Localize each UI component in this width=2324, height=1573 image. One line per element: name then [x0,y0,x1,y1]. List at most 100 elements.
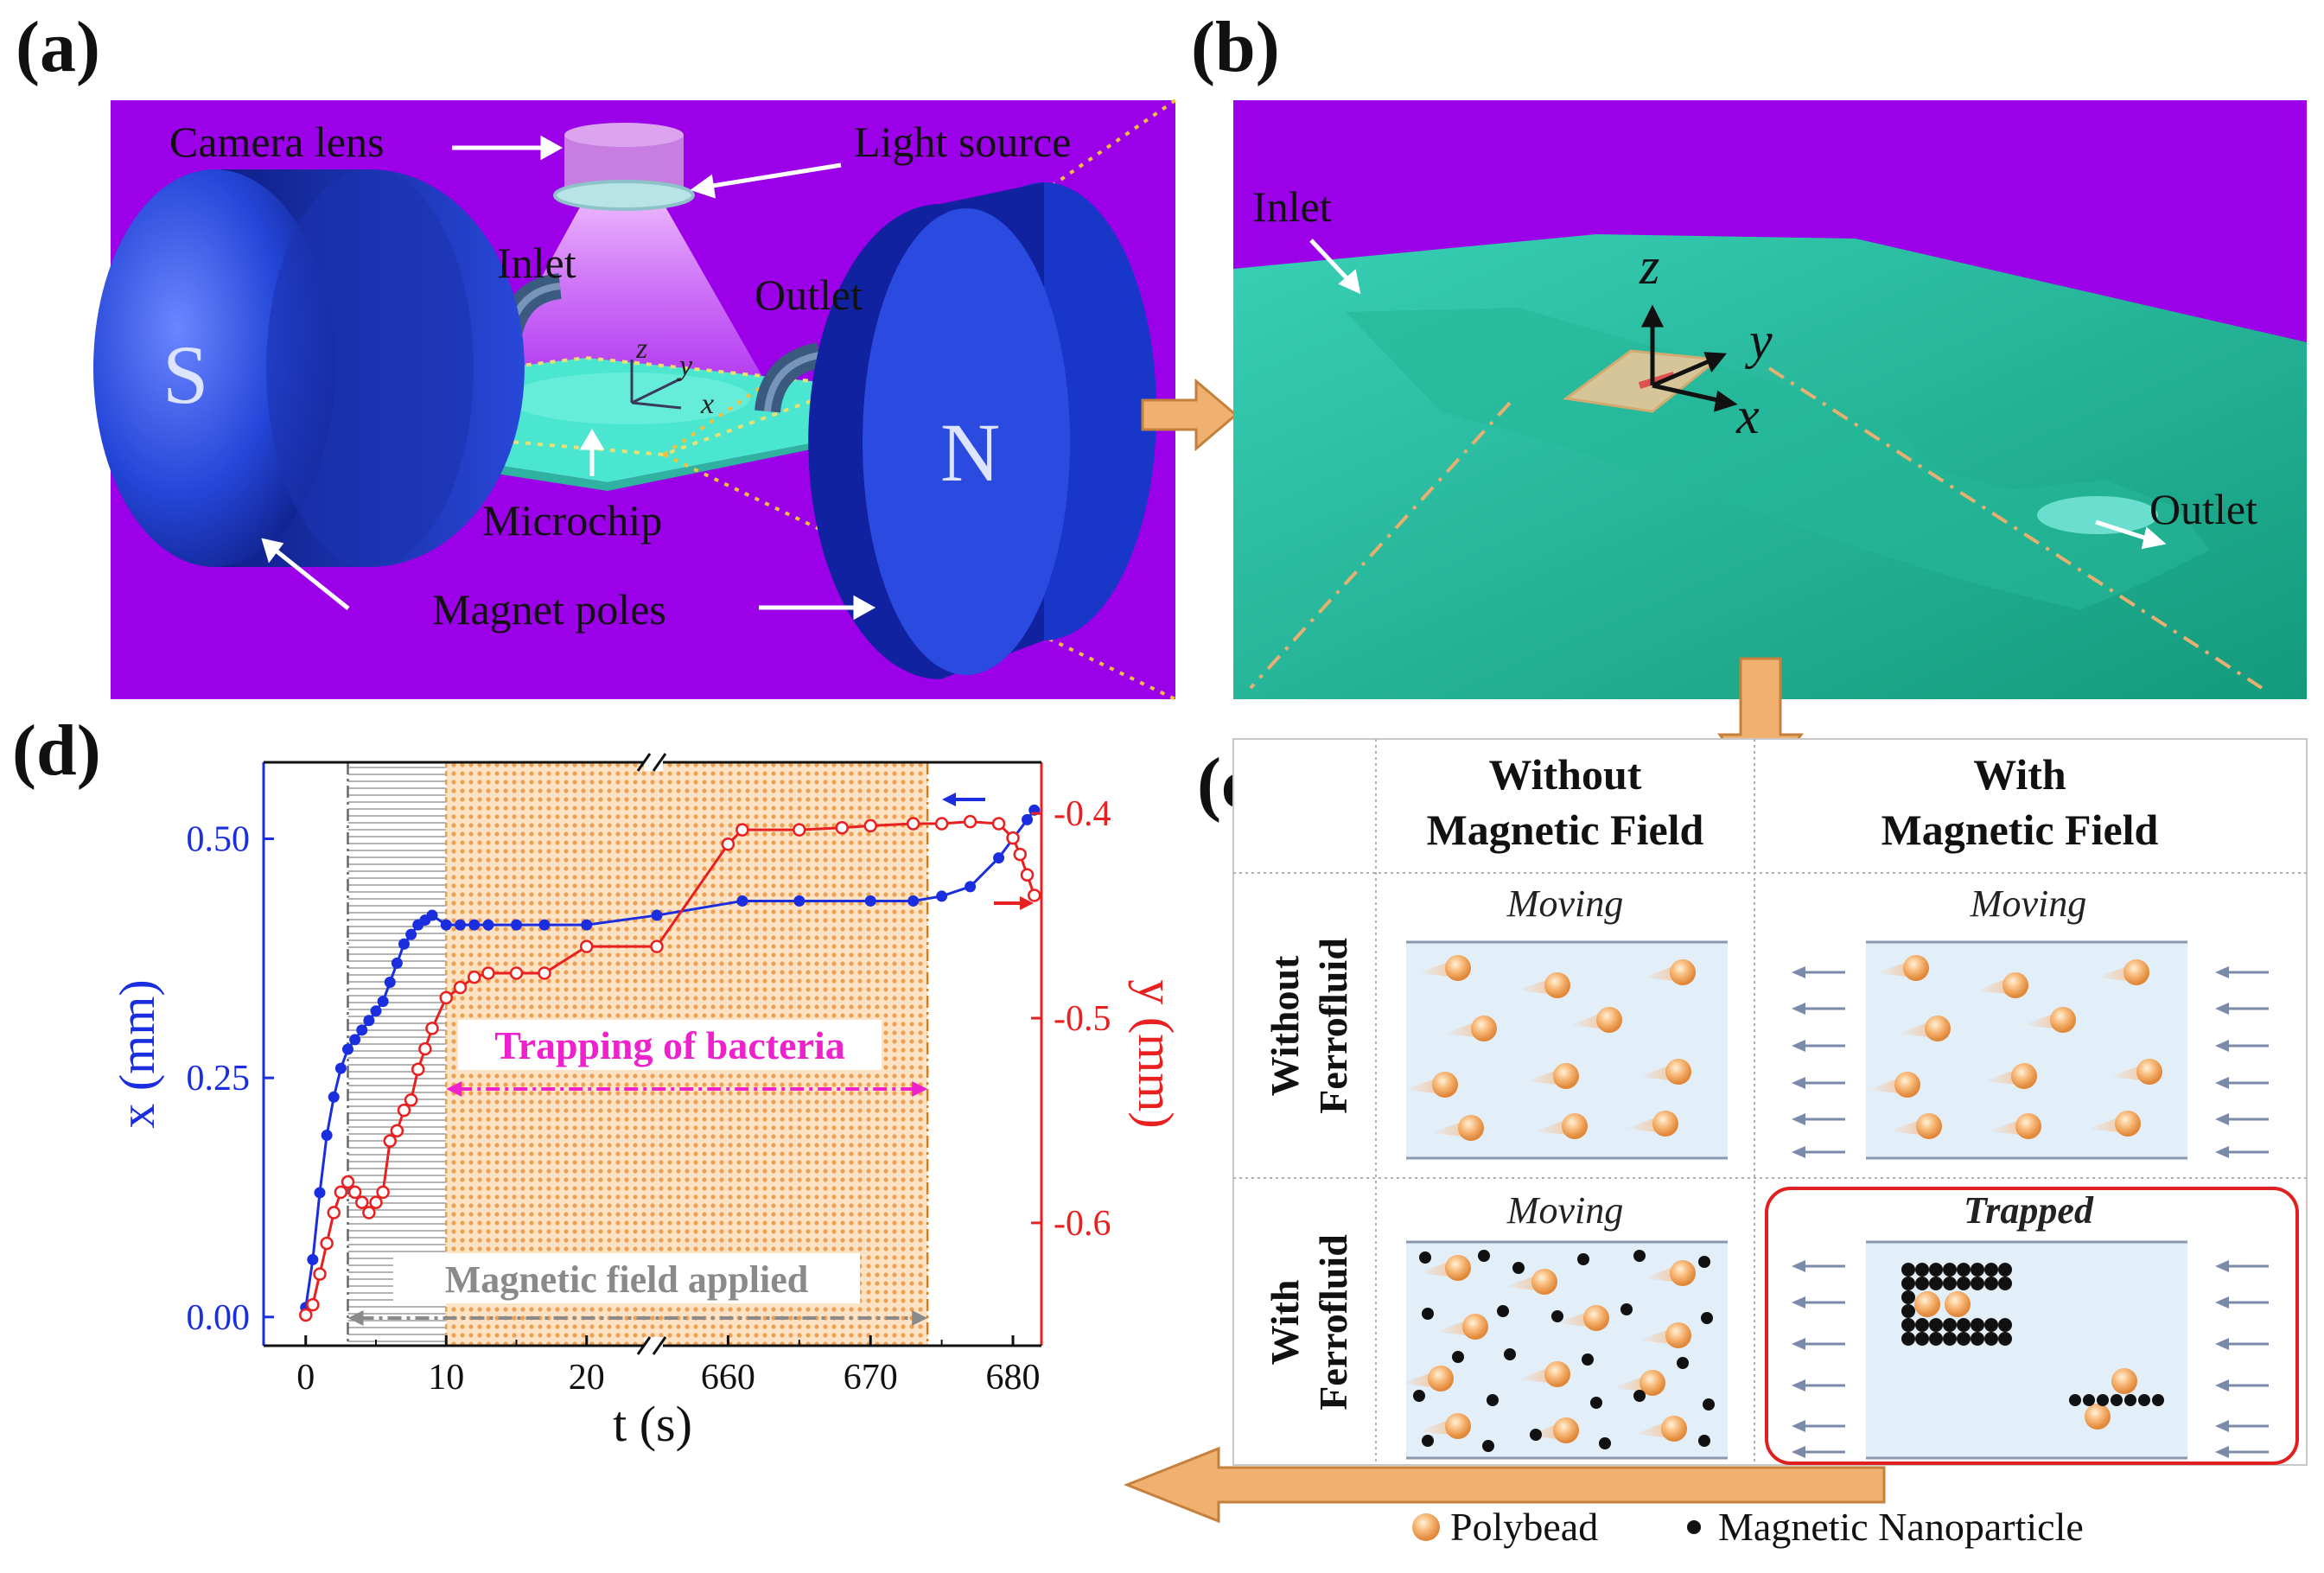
axis-break-gap [644,754,663,771]
series-y-point [320,1236,334,1251]
series-x-point [538,919,551,931]
panel-a-axis-z: z [635,333,647,365]
panel-b-axis-x: x [1735,387,1760,444]
y-right-tick-label: -0.6 [1054,1204,1111,1244]
series-x-point [793,895,805,907]
series-x-point [736,895,748,907]
panel-a-illustration: z y x S N Camera lens Light source Inlet… [93,99,1177,701]
panel-c-table: Without Magnetic Field With Magnetic Fie… [1232,738,2308,1466]
series-x-axis-arrowhead [942,793,956,806]
series-y-point [1028,888,1041,902]
field-arrowhead-left [347,1310,364,1326]
magnet-s-face [93,169,335,567]
series-x-point [307,1253,319,1265]
series-x-point [391,957,403,969]
legend-nanoparticle-label: Magnetic Nanoparticle [1718,1505,2084,1549]
y-right-tick-label: -0.4 [1054,794,1111,834]
series-x-point [426,909,438,921]
series-x-point [965,881,977,893]
series-y-point [481,966,495,980]
axis-break-gap [644,1337,663,1354]
trapping-label: Trapping of bacteria [494,1023,844,1067]
cell-2-2-title: Trapped [1964,1189,2094,1232]
series-y-point [411,1062,425,1077]
series-y-point [383,1134,397,1148]
row-header-1-line-2: Ferrofluid [1311,938,1355,1114]
row-header-2-line-1: With [1263,1280,1307,1366]
x-tick-label: 20 [569,1358,605,1398]
field-applied-label: Magnetic field applied [445,1258,808,1301]
series-x-point [907,895,920,907]
panel-a-inlet-label: Inlet [497,239,576,287]
series-y-point [934,817,949,831]
series-x-point [363,1015,375,1027]
series-x-point [334,1062,347,1074]
light-beam [482,204,767,385]
series-x-point [864,895,876,907]
series-y-point [347,1185,362,1200]
series-y-point [334,1185,348,1200]
camera-lens-label: Camera lens [169,118,385,166]
magnet-n-face [863,208,1070,675]
axis-break-mark [636,1336,652,1355]
panel-b-axis-y: y [1744,312,1773,369]
panel-label-a: (a) [16,7,100,87]
field-region-hatch [347,762,447,1346]
y-left-tick-label: 0.25 [187,1059,251,1099]
series-x-point [936,890,948,902]
series-y-point [721,837,735,851]
series-y-point [313,1267,327,1281]
series-y-point [1020,868,1035,882]
series-y-point [580,939,594,953]
legend-polybead-swatch [1412,1513,1440,1541]
panel-label-d: (d) [12,710,101,791]
series-y-point [425,1022,439,1035]
series-y-point [1006,831,1020,845]
x-tick-label: 660 [701,1358,755,1398]
series-y-point [835,821,850,835]
series-x-point [440,919,452,931]
series-y-point [299,1308,313,1322]
trapping-arrowhead-left [446,1081,462,1097]
series-y-axis-arrowhead [1020,896,1034,910]
field-arrowhead-right [912,1310,928,1326]
magnet-n-letter: N [940,406,1000,499]
series-x-point [314,1187,326,1199]
series-y-point [650,939,664,953]
col-header-2-line-1: With [1973,750,2066,799]
panel-c-legend: Polybead Magnetic Nanoparticle [1412,1505,2084,1549]
axis-break-mark [636,753,652,772]
series-x-point [651,909,663,921]
trapped-cluster-2 [2069,1368,2164,1430]
series-y-point [418,1041,432,1056]
series-x-point [349,1034,361,1046]
series-x-point [993,852,1005,864]
series-y-point [369,1195,383,1209]
y-left-tick-label: 0.00 [187,1298,251,1338]
series-x-point [455,919,466,931]
series-y-point [538,966,551,980]
y-right-axis-title: y (mm) [1128,979,1184,1128]
series-y-point [404,1093,418,1107]
series-y-point [509,966,524,980]
series-y-point [963,814,977,829]
series-x-point [398,938,410,950]
x-tick-label: 670 [844,1358,898,1398]
col-header-1-line-1: Without [1489,750,1642,799]
series-x-point [356,1024,368,1036]
arrow-c-to-d [1123,1446,1886,1524]
series-y-point [735,823,749,837]
light-source-label: Light source [854,118,1071,166]
x-axis-title: t (s) [613,1396,692,1452]
trapped-cluster-1 [1901,1263,2012,1346]
field-label-bg [393,1253,860,1303]
x-tick-label: 0 [296,1358,315,1398]
series-y-point [863,818,877,833]
beads-cell-2-1 [1401,1250,1715,1452]
cell-1-1-title: Moving [1506,882,1623,925]
cell-1-2-title: Moving [1970,882,2086,925]
cell-2-1-title: Moving [1506,1189,1623,1232]
series-y-point [439,990,453,1005]
series-y-point [306,1297,320,1312]
series-y-point [362,1206,376,1220]
